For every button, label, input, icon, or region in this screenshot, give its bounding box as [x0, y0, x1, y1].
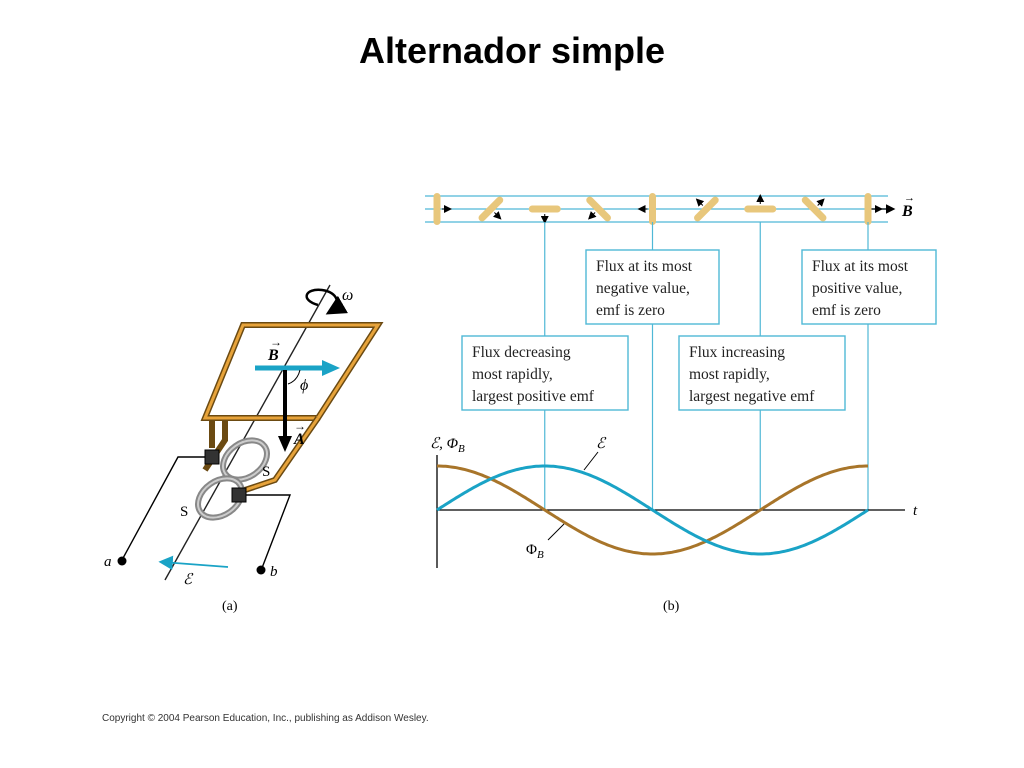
x-axis-label: t [913, 503, 918, 519]
coil-orientation [649, 193, 656, 225]
callout-text-line: negative value, [596, 280, 690, 297]
lead-b [246, 494, 292, 569]
callout-box: Flux decreasing most rapidly, largest posi… [461, 335, 629, 411]
page-title: Alternador simple [358, 30, 666, 71]
coil-orientation [478, 196, 504, 222]
callout-text-line: positive value, [812, 280, 902, 297]
callout-text-line: largest negative emf [689, 388, 815, 405]
coil-orientation [801, 196, 827, 222]
rotation-axis [164, 284, 331, 581]
a-vector-overarrow: → [294, 419, 306, 433]
terminal-a-label: a [104, 554, 112, 570]
a-vector-label: A [293, 431, 305, 448]
b-vector-label: B [267, 347, 279, 364]
terminal-b-label: b [270, 564, 278, 580]
callout-text-line: Flux at its most [596, 258, 693, 275]
copyright-notice: Copyright © 2004 Pearson Education, Inc.… [102, 713, 429, 724]
caption-a: (a) [222, 599, 238, 614]
emf-curve-leader [583, 451, 599, 471]
area-vector-arrow [816, 198, 825, 207]
panel-b-graph: B → Flux at its most negative value, emf i… [425, 192, 937, 614]
coil-orientation [433, 193, 441, 225]
phi-label: ϕ [300, 377, 308, 394]
area-vector-arrow [588, 211, 597, 220]
b-field-overarrow: → [904, 192, 915, 204]
coil-orientation [864, 193, 872, 225]
area-vector-arrow [492, 211, 502, 220]
callout-boxes: Flux at its most negative value, emf is ze… [461, 249, 937, 411]
omega-rotation-arrow [305, 288, 348, 315]
lead-a [121, 456, 205, 561]
terminal-b-dot [256, 565, 266, 575]
callout-text-line: largest positive emf [472, 388, 595, 405]
coil-loop [200, 322, 384, 493]
callout-text-line: emf is zero [812, 302, 881, 319]
area-vector-arrow [695, 198, 705, 207]
callout-box: Flux increasing most rapidly, largest nega… [678, 335, 846, 411]
callout-text-line: Flux increasing [689, 344, 785, 361]
b-vector-head [322, 360, 340, 376]
callout-box: Flux at its most negative value, emf is ze… [585, 249, 720, 325]
emf-label: ℰ [183, 572, 194, 588]
b-vector-overarrow: → [270, 335, 282, 349]
emf-curve [436, 464, 869, 556]
emf-curve-label: ℰ [596, 436, 607, 452]
callout-box: Flux at its most positive value, emf is ze… [801, 249, 937, 325]
b-field-label: B [901, 203, 913, 220]
callout-text-line: emf is zero [596, 302, 665, 319]
coil-orientation [694, 196, 719, 222]
emf-direction-arrow [158, 555, 229, 570]
terminal-a-dot [117, 556, 127, 566]
coil-orientations [433, 193, 883, 225]
omega-label: ω [342, 287, 353, 304]
callout-text-line: Flux decreasing [472, 344, 571, 361]
callout-text-line: most rapidly, [472, 366, 553, 383]
panel-a-alternator: ω B → A → ϕ S S [104, 284, 384, 614]
coil-orientation [586, 196, 611, 222]
ring-label-upper: S [262, 464, 270, 480]
ring-label-lower: S [180, 504, 188, 520]
flux-curve [437, 464, 868, 556]
caption-b: (b) [663, 599, 680, 614]
a-vector-head [278, 436, 292, 452]
flux-curve-leader [547, 523, 565, 541]
coil-orientation [744, 205, 777, 213]
callout-text-line: Flux at its most [812, 258, 909, 275]
flux-curve-label: ΦB [526, 542, 544, 561]
callout-text-line: most rapidly, [689, 366, 770, 383]
y-axis-label: ℰ, ΦB [430, 436, 465, 455]
coil-orientation [528, 205, 561, 213]
area-vector-arrows [442, 194, 883, 224]
